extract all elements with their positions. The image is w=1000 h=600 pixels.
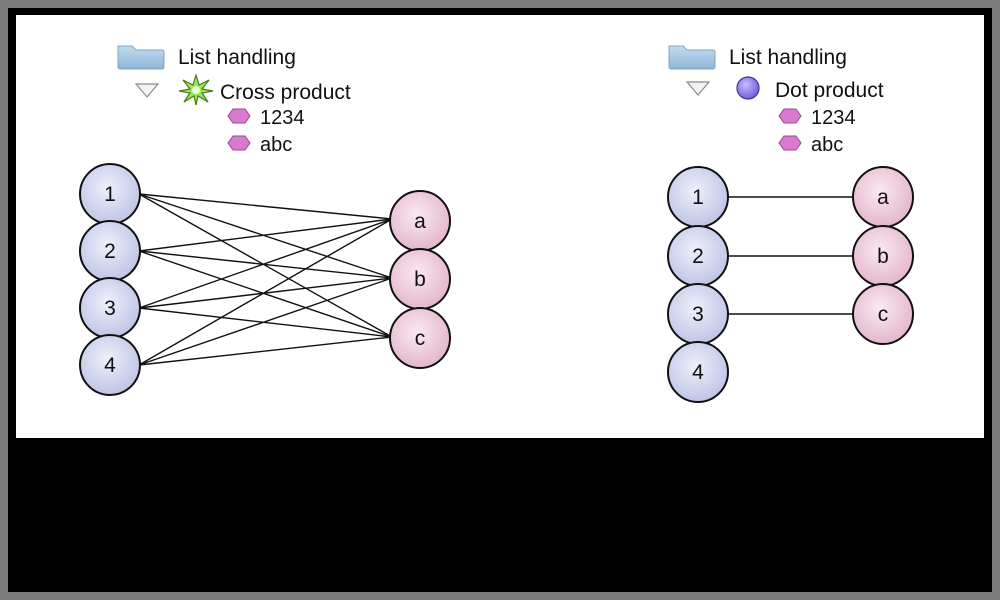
edge [138, 218, 393, 366]
dot-product-edges [728, 196, 853, 315]
cross-right-node-a[interactable]: a [389, 190, 451, 252]
node-label: a [877, 186, 889, 209]
right-item-2-label: abc [811, 134, 844, 156]
node-label: c [878, 303, 889, 326]
right-folder-label: List handling [729, 45, 847, 69]
node-label: b [414, 268, 426, 291]
edge [138, 277, 393, 366]
edge [138, 307, 393, 338]
dot-left-node-2[interactable]: 2 [667, 225, 729, 287]
node-label: c [415, 327, 426, 350]
hexagon-bullet-icon [777, 133, 803, 158]
diagram-canvas [16, 15, 984, 438]
right-operation-label: Dot product [775, 78, 884, 102]
right-item-row-1[interactable]: 1234 [777, 106, 856, 131]
dot-right-node-c[interactable]: c [852, 283, 914, 345]
edge [138, 250, 393, 338]
hexagon-bullet-icon [777, 106, 803, 131]
left-operation-row[interactable]: Cross product [134, 72, 351, 111]
cross-right-node-c[interactable]: c [389, 307, 451, 369]
left-item-2-label: abc [260, 134, 293, 156]
left-operation-label: Cross product [220, 80, 351, 104]
cross-left-node-2[interactable]: 2 [79, 220, 141, 282]
edge [138, 336, 393, 366]
cross-right-node-b[interactable]: b [389, 248, 451, 310]
edge [138, 218, 393, 309]
edge [138, 277, 393, 309]
hexagon-bullet-icon [226, 106, 252, 131]
redacted-area [28, 438, 972, 580]
disclosure-triangle-icon[interactable] [134, 80, 162, 105]
cross-left-node-1[interactable]: 1 [79, 163, 141, 225]
node-label: 3 [692, 303, 704, 326]
dot-right-node-b[interactable]: b [852, 225, 914, 287]
right-folder-row[interactable]: List handling [667, 40, 847, 75]
left-item-row-2[interactable]: abc [226, 133, 292, 158]
dot-left-node-3[interactable]: 3 [667, 283, 729, 345]
cross-left-node-3[interactable]: 3 [79, 277, 141, 339]
edge [138, 250, 393, 279]
edge [138, 193, 393, 279]
folder-icon [116, 40, 166, 75]
dot-left-node-1[interactable]: 1 [667, 166, 729, 228]
node-label: 4 [692, 361, 704, 384]
purple-dot-icon [733, 74, 763, 107]
folder-icon [667, 40, 717, 75]
right-item-row-2[interactable]: abc [777, 133, 843, 158]
node-label: 2 [104, 240, 116, 263]
node-label: 1 [104, 183, 116, 206]
left-folder-row[interactable]: List handling [116, 40, 296, 75]
node-label: 3 [104, 297, 116, 320]
left-item-row-1[interactable]: 1234 [226, 106, 305, 131]
edge [138, 193, 393, 220]
dot-left-node-4[interactable]: 4 [667, 341, 729, 403]
star-burst-icon [178, 72, 214, 111]
disclosure-triangle-icon[interactable] [685, 78, 713, 103]
node-label: 4 [104, 354, 116, 377]
cross-left-node-4[interactable]: 4 [79, 334, 141, 396]
node-label: b [877, 245, 889, 268]
right-item-1-label: 1234 [811, 107, 856, 129]
hexagon-bullet-icon [226, 133, 252, 158]
left-folder-label: List handling [178, 45, 296, 69]
left-item-1-label: 1234 [260, 107, 305, 129]
node-label: 2 [692, 245, 704, 268]
dot-right-node-a[interactable]: a [852, 166, 914, 228]
edge [138, 218, 393, 252]
cross-product-edges [138, 193, 393, 366]
node-label: 1 [692, 186, 704, 209]
node-label: a [414, 210, 426, 233]
right-operation-row[interactable]: Dot product [685, 74, 884, 107]
edge [138, 193, 393, 338]
